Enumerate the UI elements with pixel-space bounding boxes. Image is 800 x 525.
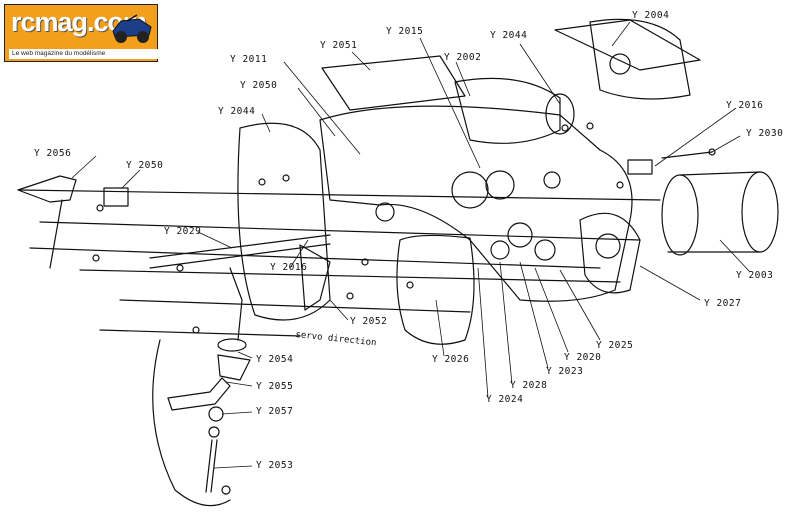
part-label-y-2055: Y 2055 xyxy=(256,381,294,392)
part-label-y-2054: Y 2054 xyxy=(256,354,294,365)
part-label-y-2015: Y 2015 xyxy=(386,26,424,37)
part-label-y-2002: Y 2002 xyxy=(444,52,482,63)
part-label-y-2050-left: Y 2050 xyxy=(126,160,164,171)
part-label-y-2044-left: Y 2044 xyxy=(218,106,256,117)
part-label-y-2027: Y 2027 xyxy=(704,298,742,309)
part-label-y-2028: Y 2028 xyxy=(510,380,548,391)
rcmag-logo[interactable]: rcmag.com Le web magazine du modélisme xyxy=(4,4,159,62)
part-label-y-2025: Y 2025 xyxy=(596,340,634,351)
part-label-y-2024: Y 2024 xyxy=(486,394,524,405)
part-label-y-2050-top: Y 2050 xyxy=(240,80,278,91)
part-label-y-2053: Y 2053 xyxy=(256,460,294,471)
logo-tagline: Le web magazine du modélisme xyxy=(9,49,159,59)
part-label-y-2023: Y 2023 xyxy=(546,366,584,377)
part-label-y-2020: Y 2020 xyxy=(564,352,602,363)
part-label-y-2051: Y 2051 xyxy=(320,40,358,51)
part-label-y-2029: Y 2029 xyxy=(164,226,202,237)
part-label-y-2044-top: Y 2044 xyxy=(490,30,528,41)
part-label-y-2026: Y 2026 xyxy=(432,354,470,365)
part-label-y-2057: Y 2057 xyxy=(256,406,294,417)
part-label-y-2004: Y 2004 xyxy=(632,10,670,21)
part-label-y-2011: Y 2011 xyxy=(230,54,268,65)
part-label-y-2056: Y 2056 xyxy=(34,148,72,159)
part-label-y-2016-right: Y 2016 xyxy=(726,100,764,111)
part-label-y-2016-mid: Y 2016 xyxy=(270,262,308,273)
part-label-y-2052: Y 2052 xyxy=(350,316,388,327)
part-label-y-2003: Y 2003 xyxy=(736,270,774,281)
rc-car-icon xyxy=(112,14,152,43)
part-label-y-2030: Y 2030 xyxy=(746,128,784,139)
